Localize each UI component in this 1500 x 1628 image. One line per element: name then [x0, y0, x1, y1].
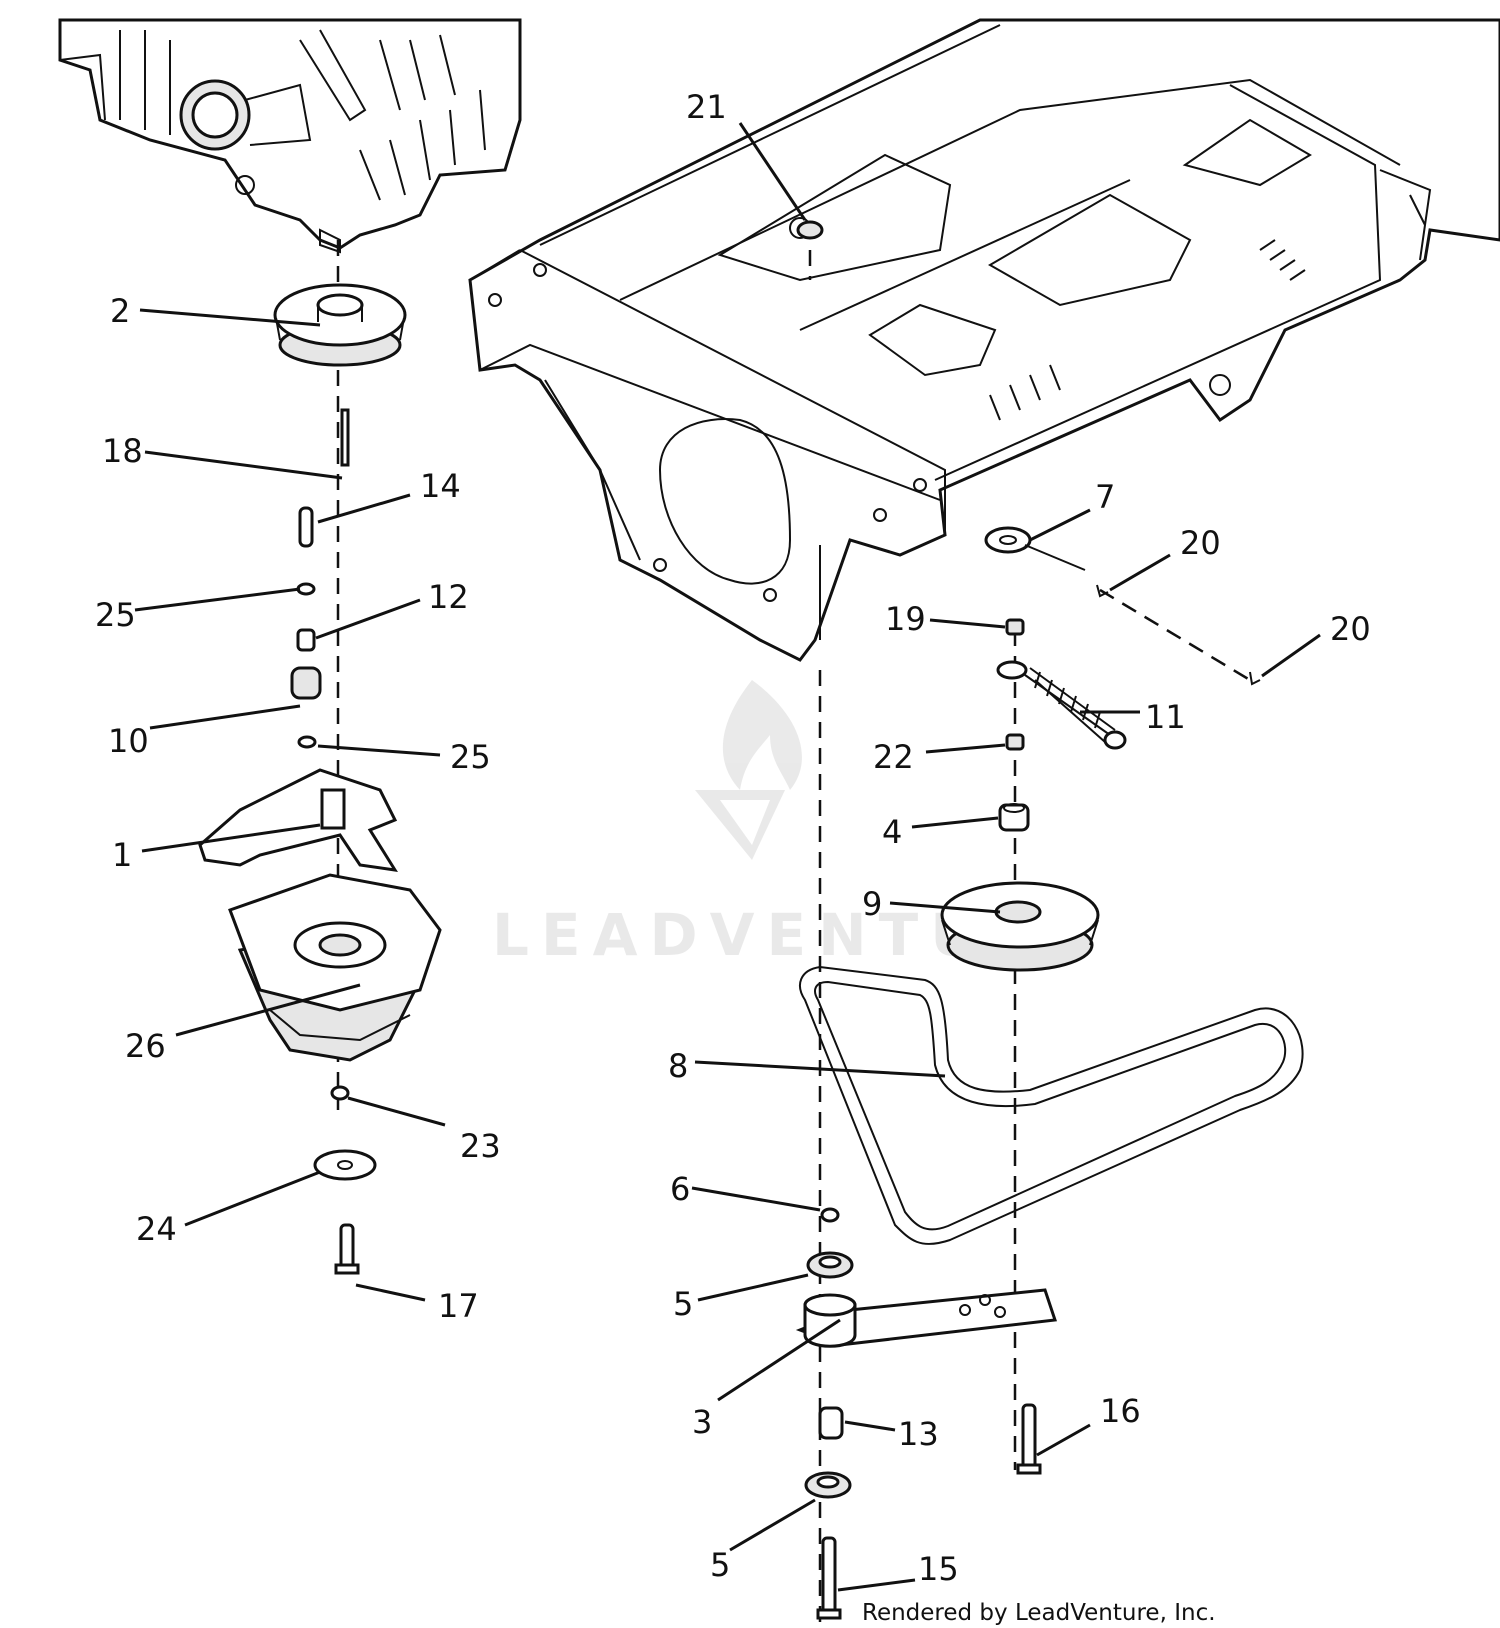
part-8-belt — [799, 965, 1304, 1245]
part-23-ring — [330, 1085, 350, 1101]
engine-assembly — [58, 18, 522, 254]
chassis-frame — [468, 18, 1500, 662]
part-11-spring — [996, 660, 1127, 750]
callout-23: 23 — [460, 1127, 501, 1165]
part-9-idler-pulley — [940, 881, 1100, 972]
part-12-spacer — [296, 628, 316, 652]
callout-25-lower: 25 — [450, 738, 491, 776]
part-1-bracket — [198, 768, 398, 872]
part-20-clip — [1096, 584, 1109, 598]
part-20-clip-lower — [1249, 671, 1261, 686]
part-10-bushing — [290, 666, 322, 700]
part-6-ring — [820, 1207, 840, 1223]
callout-9: 9 — [862, 885, 882, 923]
part-7-washer — [984, 526, 1086, 571]
part-24-washer — [313, 1149, 377, 1181]
callout-5: 5 — [673, 1285, 693, 1323]
leader-lines — [134, 122, 1321, 1592]
part-26-clutch — [228, 873, 442, 1062]
part-3-idler-arm — [795, 1288, 1058, 1348]
callout-15: 15 — [918, 1550, 959, 1588]
part-25-ring — [296, 582, 316, 596]
callout-8: 8 — [668, 1047, 688, 1085]
callout-16: 16 — [1100, 1392, 1141, 1430]
part-18-key — [340, 408, 350, 467]
part-4-spacer — [998, 803, 1030, 832]
part-17-bolt — [334, 1223, 360, 1275]
right-column-parts — [795, 220, 1304, 1628]
callout-18: 18 — [102, 432, 143, 470]
part-14-pin — [298, 506, 314, 548]
callout-20: 20 — [1180, 524, 1221, 562]
part-5-bearing-lower — [804, 1471, 852, 1499]
callout-14: 14 — [420, 467, 461, 505]
callout-7: 7 — [1095, 478, 1115, 516]
part-5-bearing — [806, 1251, 854, 1279]
callout-12: 12 — [428, 578, 469, 616]
callout-21: 21 — [686, 88, 727, 126]
callout-19: 19 — [885, 600, 926, 638]
callout-3: 3 — [692, 1403, 712, 1441]
callout-6: 6 — [670, 1170, 690, 1208]
callout-11: 11 — [1145, 698, 1186, 736]
part-16-bolt — [1016, 1403, 1042, 1475]
callout-26: 26 — [125, 1027, 166, 1065]
callout-1: 1 — [112, 836, 132, 874]
callout-2: 2 — [110, 292, 130, 330]
part-21-nut — [796, 220, 824, 240]
callout-25: 25 — [95, 596, 136, 634]
callout-20-lower: 20 — [1330, 610, 1371, 648]
callout-10: 10 — [108, 722, 149, 760]
left-column-parts — [198, 240, 442, 1275]
part-2-pulley — [273, 283, 407, 367]
part-13-spacer — [818, 1406, 844, 1440]
part-22-nut — [1005, 733, 1025, 751]
callout-24: 24 — [136, 1210, 177, 1248]
callout-5-lower: 5 — [710, 1546, 730, 1584]
part-19-nut — [1005, 618, 1025, 636]
part-25-ring-lower — [297, 735, 317, 749]
callout-4: 4 — [882, 813, 902, 851]
credit-text: Rendered by LeadVenture, Inc. — [862, 1600, 1216, 1626]
callout-13: 13 — [898, 1415, 939, 1453]
callout-22: 22 — [873, 738, 914, 776]
part-15-bolt — [816, 1536, 842, 1620]
callout-labels: 2 18 14 25 12 10 25 1 26 23 24 17 21 7 2… — [95, 88, 1371, 1588]
callout-17: 17 — [438, 1287, 479, 1325]
